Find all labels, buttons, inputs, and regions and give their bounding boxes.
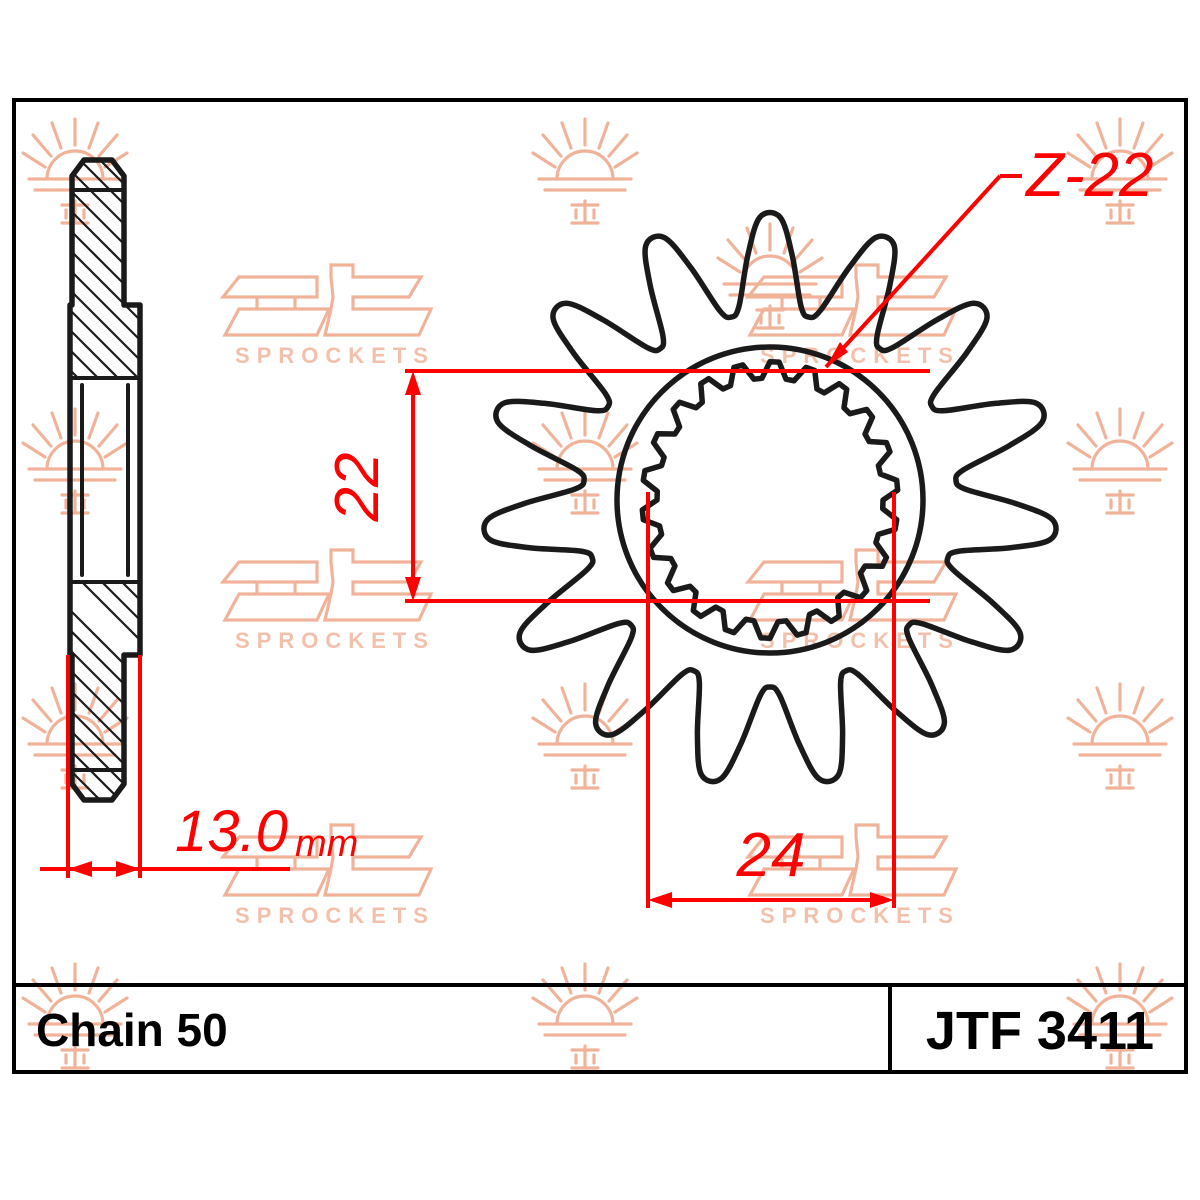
chain-label: Chain 50 (36, 1004, 228, 1056)
drawing-border (12, 98, 1188, 1074)
part-number-block: JTF 3411 (900, 1000, 1180, 1062)
dimension-22-teeth-span: 22 (323, 369, 930, 603)
section-hatch-top (70, 160, 140, 378)
part-number: JTF 3411 (925, 1001, 1155, 1061)
dimension-24-bore-width: 24 (646, 492, 896, 908)
chain-label-block: Chain 50 (36, 1002, 536, 1058)
section-hatch-bottom (70, 582, 140, 800)
spline-bore (639, 359, 901, 641)
dim-13mm-unit: mm (295, 823, 358, 865)
callout-z22-label: Z-22 (1024, 141, 1153, 210)
dim-13mm-value: 13.0 (175, 799, 288, 864)
dim-22-label: 22 (323, 453, 392, 523)
side-section-view (67, 157, 143, 803)
dimension-13mm-thickness: 13.0 mm (40, 655, 358, 878)
front-sprocket-view (481, 209, 1059, 785)
dim-24-label: 24 (736, 821, 806, 890)
callout-z22: Z-22 (824, 141, 1153, 369)
